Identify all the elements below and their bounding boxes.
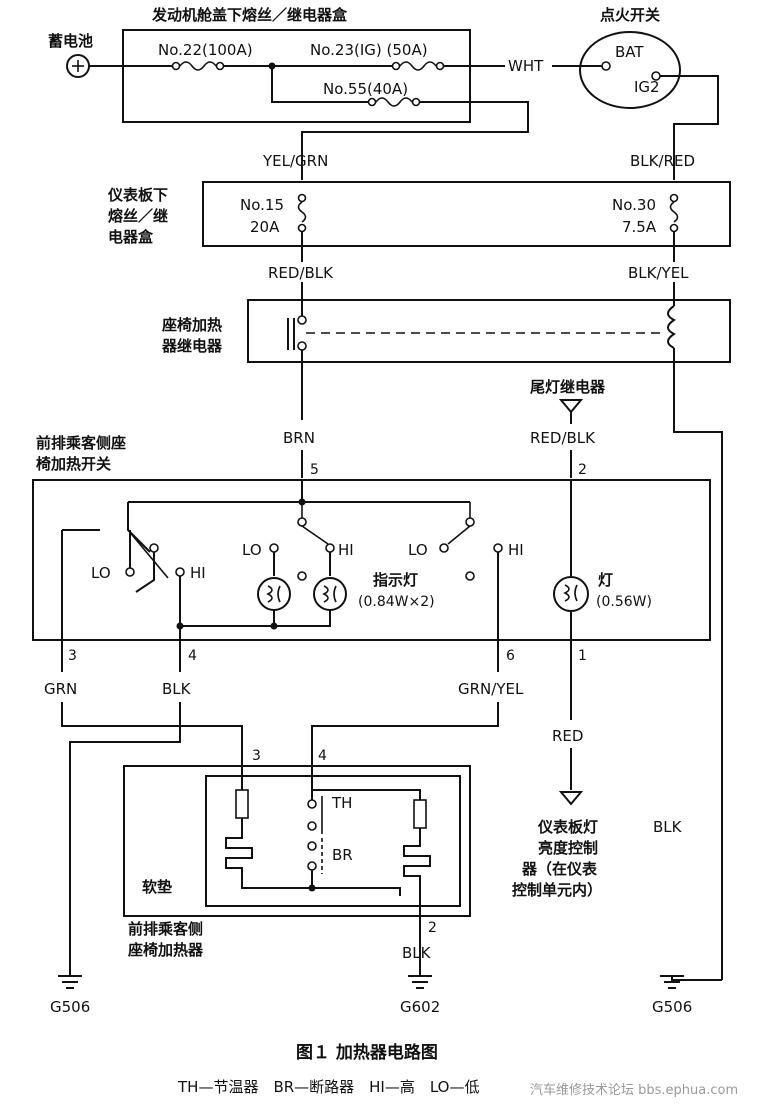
indicator-rating-label: (0.84W×2): [358, 594, 435, 610]
fuse-55: [367, 97, 421, 107]
watermark-text: 汽车维修技术论坛 bbs.ephua.com: [530, 1082, 738, 1098]
seat-heater-relay: 座椅加热器继电器: [161, 299, 731, 363]
battery-label: 蓄电池: [48, 32, 93, 50]
taillight-relay: 尾灯继电器: [530, 378, 606, 424]
dash-fuse-box: 仪表板下熔丝／继电器盒 No.15 20A No.30 7.5A: [107, 181, 731, 247]
mid-lo-label: LO: [242, 541, 262, 559]
pin-1-label: 1: [578, 648, 587, 664]
th-label: TH: [331, 794, 352, 812]
heater-pin-3-label: 3: [252, 748, 261, 764]
terminal-ig2-label: IG2: [634, 78, 660, 96]
wire-red-label: RED: [552, 727, 583, 745]
pin-4-label: 4: [188, 648, 197, 664]
fuse-15: [297, 193, 307, 233]
terminal-bat-label: BAT: [615, 43, 644, 61]
fuse-15-rating: 20A: [250, 218, 280, 236]
svg-text:座椅加热器继电器: 座椅加热器继电器: [161, 316, 223, 355]
ground-g506-left-label: G506: [50, 998, 90, 1016]
ignition-switch-label: 点火开关: [600, 6, 660, 24]
lamp-label: 灯: [598, 571, 613, 589]
fuse-22: [171, 61, 225, 71]
ground-g602-label: G602: [400, 998, 440, 1016]
legend-text: TH—节温器 BR—断路器 HI—高 LO—低: [177, 1078, 480, 1096]
wire-blk-right-label: BLK: [653, 818, 683, 836]
wire-red-blk2-label: RED/BLK: [530, 429, 596, 447]
ground-g506-right: G506: [652, 975, 692, 1016]
pin-5-label: 5: [310, 462, 319, 478]
fuse-30-rating: 7.5A: [622, 218, 657, 236]
wire-blk-red-label: BLK/RED: [630, 152, 695, 170]
br-label: BR: [332, 846, 353, 864]
pin-2-label: 2: [578, 462, 587, 478]
fuse-23: [391, 61, 445, 71]
ground-g506-left: G506: [50, 975, 90, 1016]
pin-3-label: 3: [68, 648, 77, 664]
pin-6-label: 6: [506, 648, 515, 664]
right-hi-label: HI: [508, 541, 524, 559]
ignition-switch: 点火开关 BAT IG2: [579, 6, 681, 109]
pad-label: 软垫: [142, 878, 172, 896]
wire-brn-label: BRN: [283, 429, 315, 447]
wire-blk-heater-label: BLK: [402, 944, 432, 962]
lamp-rating-label: (0.56W): [596, 594, 652, 610]
wire-grn-yel-label: GRN/YEL: [458, 680, 524, 698]
fuse-55-label: No.55(40A): [323, 80, 408, 98]
wire-red-blk-label: RED/BLK: [268, 264, 334, 282]
fuse-30-number: No.30: [612, 196, 656, 214]
battery: 蓄电池: [48, 32, 93, 78]
ground-g506-right-label: G506: [652, 998, 692, 1016]
figure-caption: 图１ 加热器电路图: [296, 1042, 438, 1063]
dimmer-label: 仪表板灯亮度控制器（在仪表控制单元内）: [512, 818, 602, 899]
wire-blk-label: BLK: [162, 680, 192, 698]
wire-blk-yel-label: BLK/YEL: [628, 264, 689, 282]
ground-g602: G602: [400, 975, 440, 1016]
seat-heater-switch: 前排乘客侧座椅加热开关 5 2: [32, 434, 711, 641]
illumination-lamp: 灯 (0.56W): [553, 480, 652, 640]
fuse-23-label: No.23(IG) (50A): [310, 41, 428, 59]
mid-hi-label: HI: [338, 541, 354, 559]
wire-wht-label: WHT: [508, 57, 544, 75]
svg-text:前排乘客侧座椅加热开关: 前排乘客侧座椅加热开关: [36, 434, 126, 473]
fuse-30: [669, 193, 679, 233]
right-lo-label: LO: [408, 541, 428, 559]
wire-yel-grn-label: YEL/GRN: [262, 152, 328, 170]
wire-grn-label: GRN: [44, 680, 77, 698]
fuse-22-label: No.22(100A): [158, 41, 253, 59]
svg-text:前排乘客侧座椅加热器: 前排乘客侧座椅加热器: [127, 920, 204, 959]
heater-pin-2-label: 2: [428, 920, 437, 936]
left-lo-label: LO: [91, 564, 111, 582]
fuse-15-number: No.15: [240, 196, 284, 214]
indicator-lamps: 指示灯 (0.84W×2): [257, 552, 435, 630]
indicator-lamp-label: 指示灯: [373, 571, 418, 589]
seat-heater: 3 4 TH BR 软垫 前排乘客侧座椅加热器: [123, 748, 471, 959]
taillight-relay-label: 尾灯继电器: [530, 378, 606, 396]
heater-pin-4-label: 4: [318, 748, 327, 764]
left-hi-label: HI: [190, 564, 206, 582]
dash-box-line1: 仪表板下熔丝／继电器盒: [107, 186, 168, 246]
engine-box-title: 发动机舱盖下熔丝／继电器盒: [151, 6, 348, 24]
engine-fuse-box: 发动机舱盖下熔丝／继电器盒 No.22(100A) No.23(IG) (50A…: [122, 6, 471, 123]
